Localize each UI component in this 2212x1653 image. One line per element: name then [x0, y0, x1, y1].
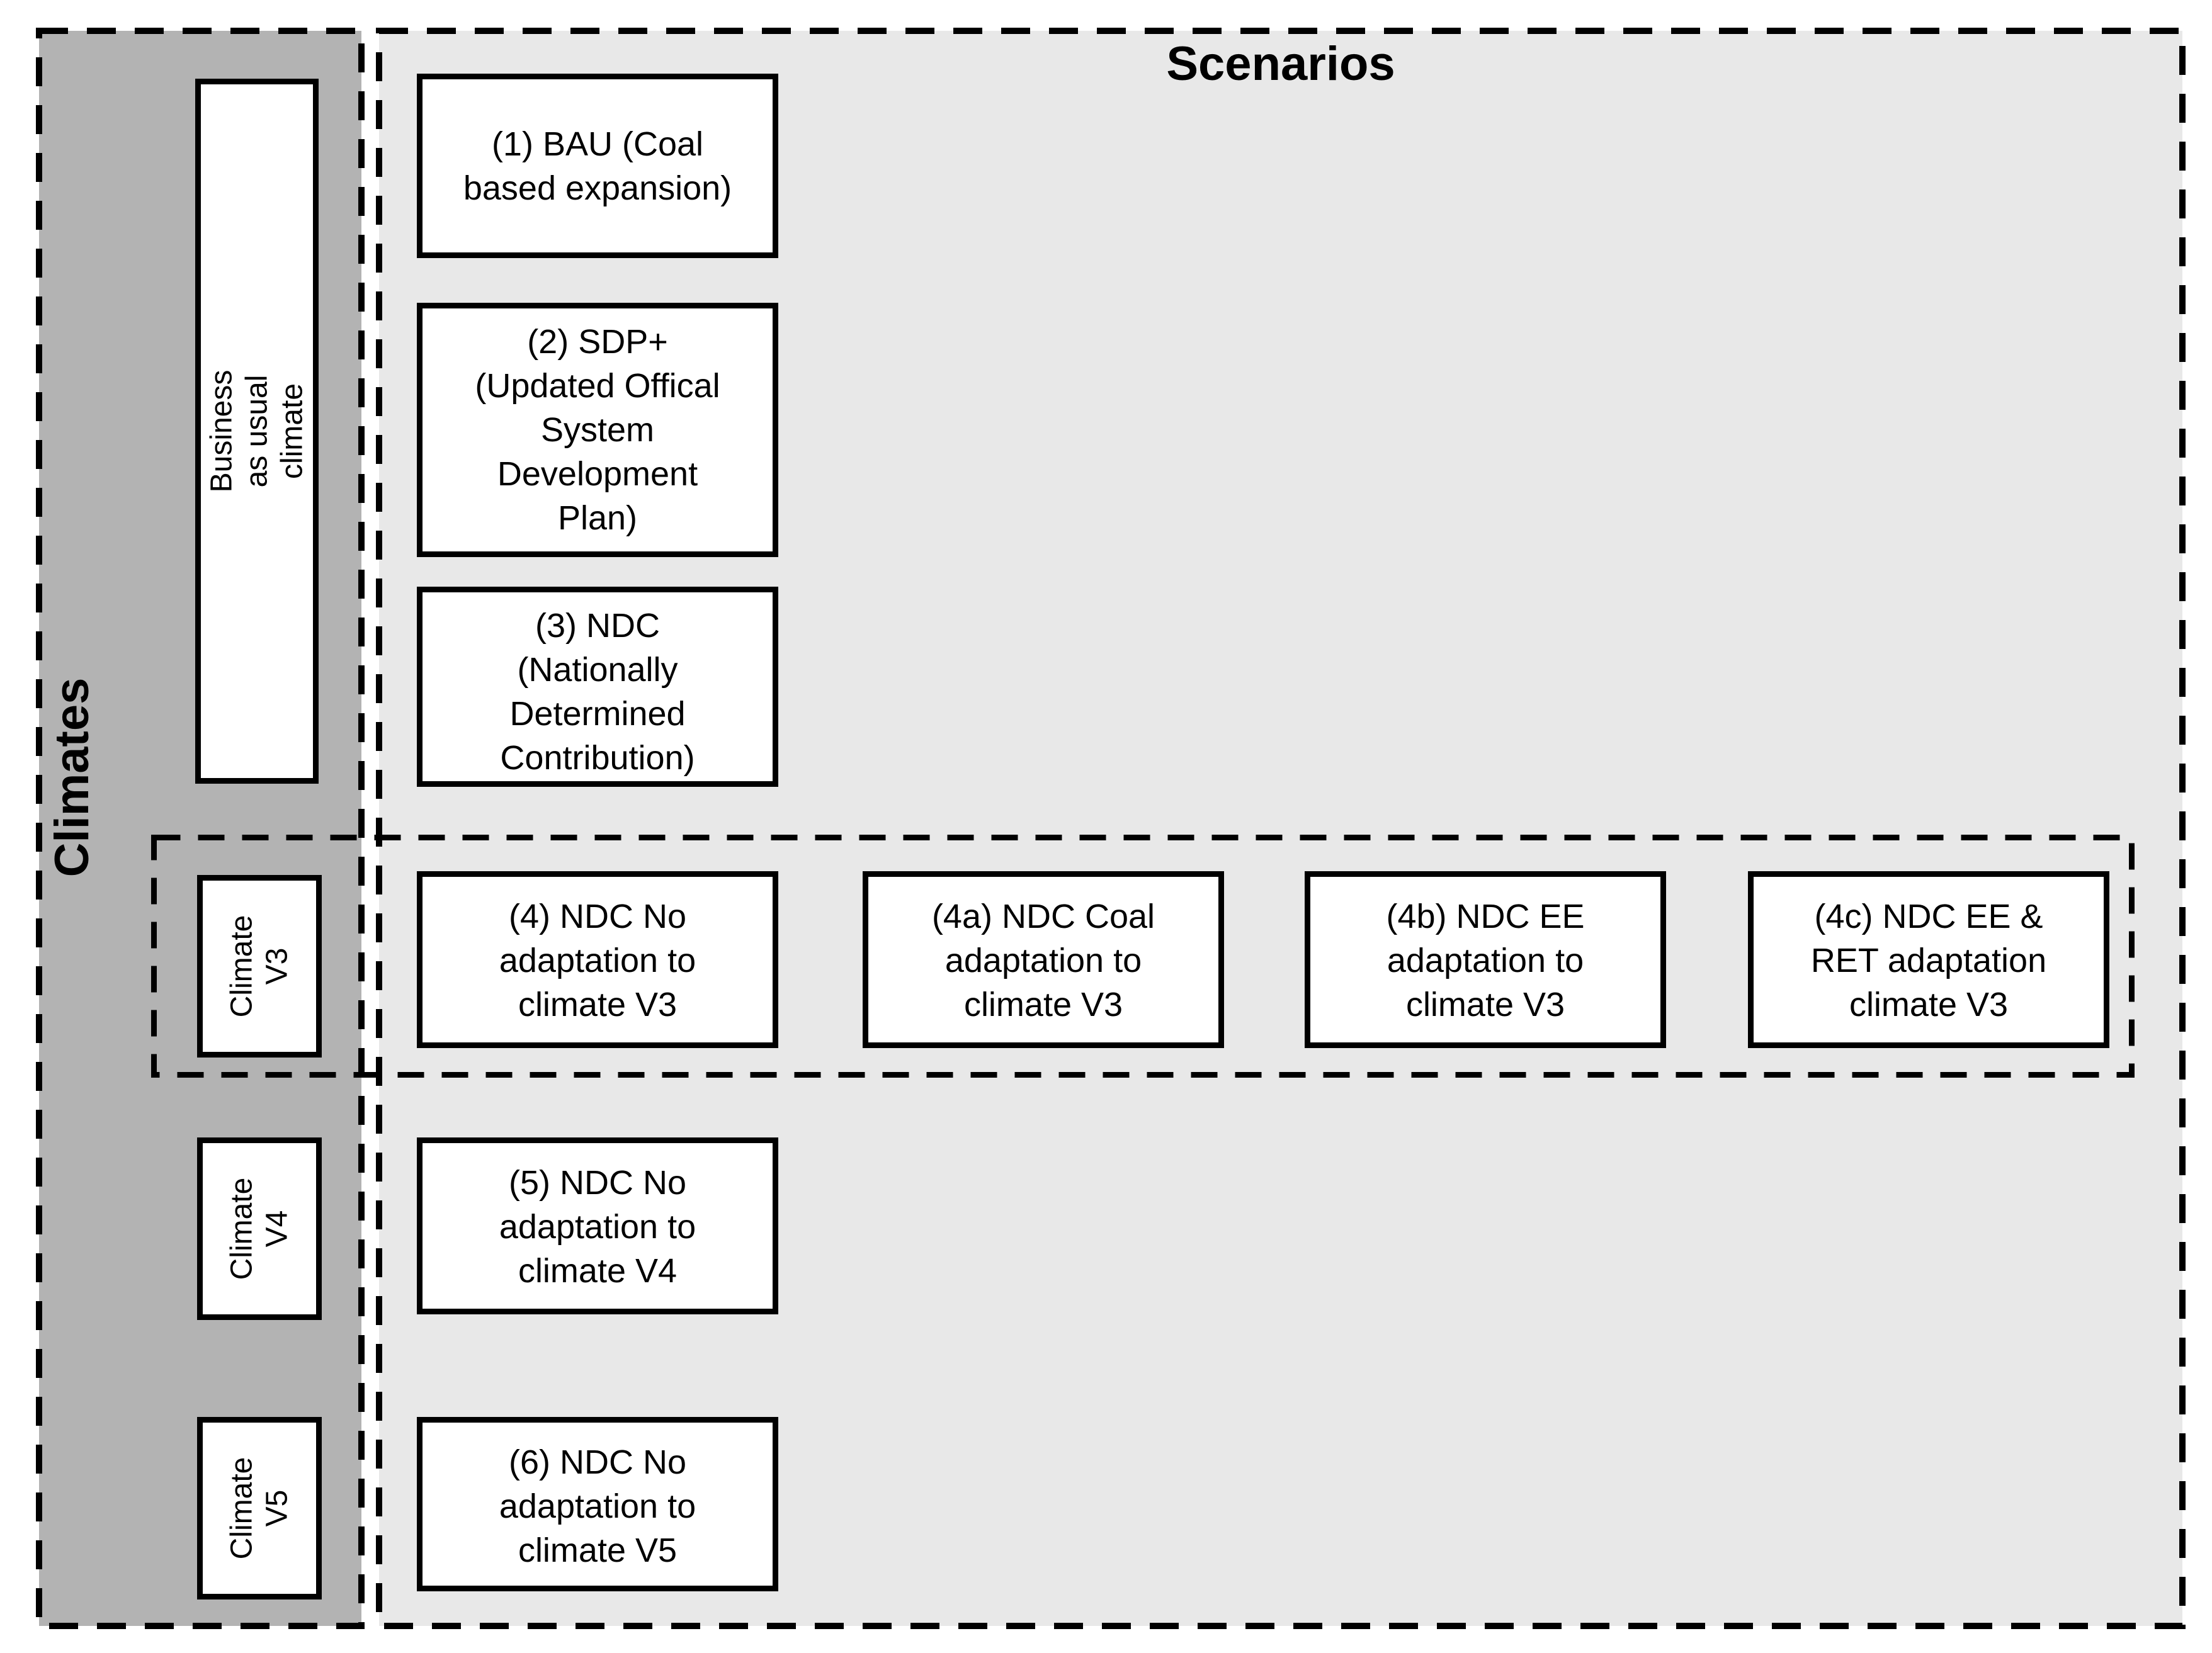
scenario-box-5-ndc-no-adaptation-v4: (5) NDC No adaptation to climate V4 [417, 1137, 778, 1314]
scenario-box-3-ndc: (3) NDC (Nationally Determined Contribut… [417, 587, 778, 787]
scenario-box-2-sdp-plus: (2) SDP+ (Updated Offical System Develop… [417, 303, 778, 557]
scenarios-title: Scenarios [1166, 37, 1395, 91]
scenario-box-4-ndc-no-adaptation-v3: (4) NDC No adaptation to climate V3 [417, 871, 778, 1048]
label-business-as-usual-climate: Business as usual climate [205, 370, 309, 493]
label-climate-v5: Climate V5 [224, 1457, 293, 1560]
scenario-box-4c-ndc-ee-ret-adaptation-v3: (4c) NDC EE & RET adaptation climate V3 [1748, 871, 2109, 1048]
label-box-business-as-usual-climate: Business as usual climate [195, 79, 319, 784]
label-box-climate-v4: Climate V4 [197, 1137, 322, 1320]
scenario-box-4b-ndc-ee-adaptation-v3: (4b) NDC EE adaptation to climate V3 [1305, 871, 1666, 1048]
label-box-climate-v3: Climate V3 [197, 875, 322, 1058]
scenario-box-6-ndc-no-adaptation-v5: (6) NDC No adaptation to climate V5 [417, 1417, 778, 1591]
scenario-box-4a-ndc-coal-adaptation-v3: (4a) NDC Coal adaptation to climate V3 [863, 871, 1224, 1048]
scenario-box-1-bau: (1) BAU (Coal based expansion) [417, 74, 778, 258]
climate-v3-row-outline [151, 835, 2135, 1078]
scenarios-region [376, 28, 2186, 1629]
label-box-climate-v5: Climate V5 [197, 1417, 322, 1599]
climates-title: Climates [45, 677, 99, 877]
label-climate-v3: Climate V3 [224, 915, 293, 1018]
label-climate-v4: Climate V4 [224, 1177, 293, 1280]
